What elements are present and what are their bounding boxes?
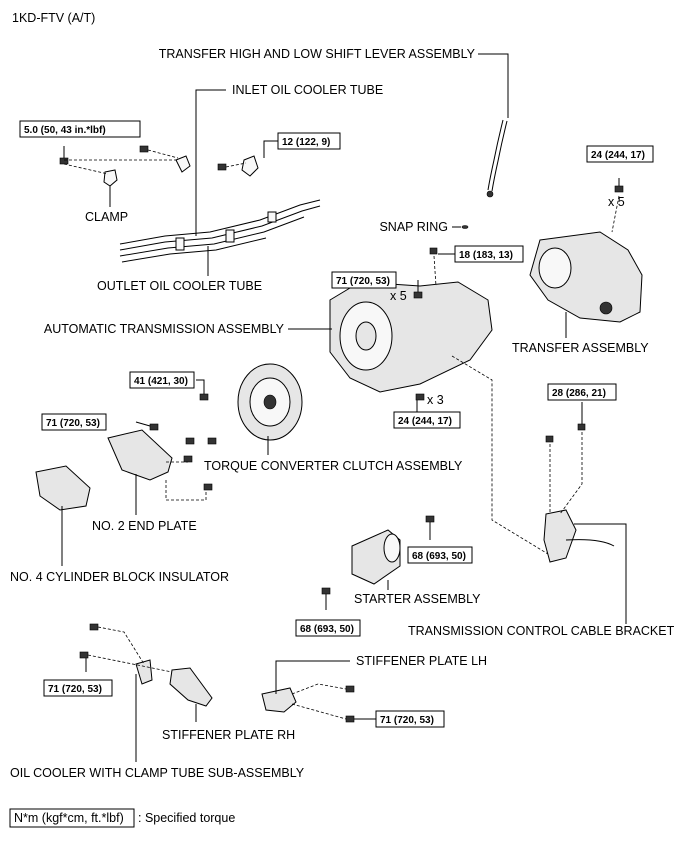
torque-value: 24 (244, 17) — [398, 416, 452, 427]
torque-box-71-endplate: 71 (720, 53) — [41, 413, 107, 431]
torque-value: 71 (720, 53) — [48, 684, 102, 695]
torque-box-12: 12 (122, 9) — [277, 132, 341, 150]
insulator-illustration — [35, 465, 91, 511]
torque-box-68-upper: 68 (693, 50) — [407, 546, 473, 564]
torque-value: 71 (720, 53) — [336, 276, 390, 287]
torque-value: 68 (693, 50) — [300, 624, 354, 635]
label-cable-bracket: TRANSMISSION CONTROL CABLE BRACKET — [408, 624, 675, 638]
clamp-bolts — [59, 145, 227, 171]
torque-converter-illustration — [237, 363, 303, 441]
label-snap-ring: SNAP RING — [379, 220, 448, 234]
label-starter: STARTER ASSEMBLY — [354, 592, 481, 606]
stiffener-rh-illustration — [79, 623, 213, 707]
label-inlet-tube: INLET OIL COOLER TUBE — [232, 83, 383, 97]
legend-box-text: N*m (kgf*cm, ft.*lbf) — [14, 811, 124, 825]
torque-value: 5.0 (50, 43 in.*lbf) — [24, 125, 106, 136]
torque-box-5-0: 5.0 (50, 43 in.*lbf) — [19, 120, 141, 138]
label-transfer: TRANSFER ASSEMBLY — [512, 341, 649, 355]
torque-value: 68 (693, 50) — [412, 551, 466, 562]
torque-value: 71 (720, 53) — [380, 715, 434, 726]
torque-value: 28 (286, 21) — [552, 388, 606, 399]
torque-box-24-trans: 24 (244, 17) — [393, 411, 461, 429]
torque-box-71-trans: 71 (720, 53) — [331, 271, 397, 289]
torque-box-68-lower: 68 (693, 50) — [295, 619, 361, 637]
torque-box-28: 28 (286, 21) — [547, 383, 617, 401]
label-insulator: NO. 4 CYLINDER BLOCK INSULATOR — [10, 570, 229, 584]
torque-box-71-lh: 71 (720, 53) — [375, 710, 445, 728]
oil-cooler-tubes-illustration — [119, 199, 321, 263]
cable-bracket-illustration — [543, 423, 615, 563]
end-plate-illustration — [107, 429, 173, 481]
label-stiffener-lh: STIFFENER PLATE LH — [356, 654, 487, 668]
legend-description: : Specified torque — [138, 811, 235, 825]
torque-converter-bolt — [199, 393, 209, 401]
torque-value: 71 (720, 53) — [46, 418, 100, 429]
torque-value: 24 (244, 17) — [591, 150, 645, 161]
label-shift-lever: TRANSFER HIGH AND LOW SHIFT LEVER ASSEMB… — [159, 47, 476, 61]
clamp-parts — [103, 155, 259, 187]
torque-box-18: 18 (183, 13) — [454, 245, 524, 263]
label-oil-cooler-clamp: OIL COOLER WITH CLAMP TUBE SUB-ASSEMBLY — [10, 766, 305, 780]
label-clamp: CLAMP — [85, 210, 128, 224]
label-stiffener-rh: STIFFENER PLATE RH — [162, 728, 295, 742]
multiplier-trans-upper: x 5 — [390, 289, 407, 303]
torque-box-24-transfer: 24 (244, 17) — [586, 145, 654, 163]
engine-code-header: 1KD-FTV (A/T) — [12, 11, 95, 25]
label-auto-trans: AUTOMATIC TRANSMISSION ASSEMBLY — [44, 322, 285, 336]
legend: N*m (kgf*cm, ft.*lbf) : Specified torque — [9, 808, 235, 828]
label-end-plate: NO. 2 END PLATE — [92, 519, 197, 533]
end-plate-bolts — [149, 423, 217, 491]
multiplier-trans-lower: x 3 — [427, 393, 444, 407]
label-torque-converter: TORQUE CONVERTER CLUTCH ASSEMBLY — [204, 459, 463, 473]
torque-box-41: 41 (421, 30) — [129, 371, 195, 389]
shift-lever-illustration — [486, 119, 508, 198]
torque-value: 41 (421, 30) — [134, 376, 188, 387]
torque-value: 12 (122, 9) — [282, 137, 330, 148]
label-outlet-tube: OUTLET OIL COOLER TUBE — [97, 279, 262, 293]
multiplier-transfer: x 5 — [608, 195, 625, 209]
transfer-assembly-illustration — [529, 185, 643, 323]
snap-ring-part — [461, 225, 469, 229]
leader-lines — [61, 53, 627, 762]
starter-illustration — [321, 515, 435, 595]
torque-value: 18 (183, 13) — [459, 250, 513, 261]
torque-box-71-rh: 71 (720, 53) — [43, 679, 113, 697]
automatic-transmission-illustration — [329, 247, 493, 401]
